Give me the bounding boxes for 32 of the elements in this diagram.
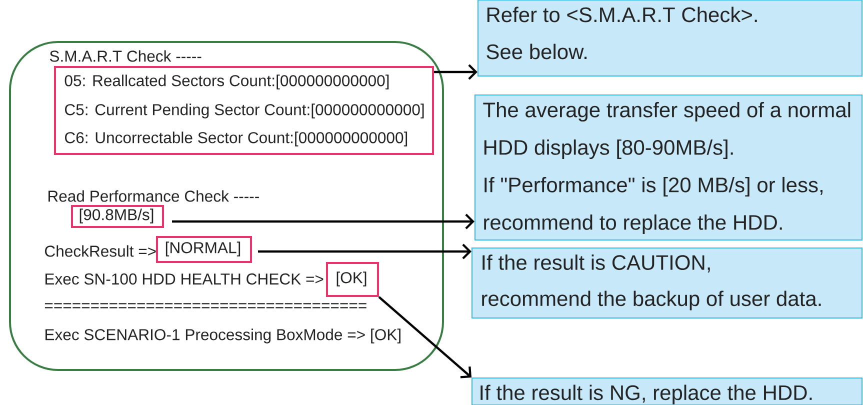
text-line: S.M.A.R.T Check ----- [50, 50, 202, 62]
text-line: C6: Uncorrectable Sector Count:[000000000000] [65, 132, 408, 146]
note-box [472, 378, 862, 405]
text-line: Exec SCENARIO-1 Preocessing BoxMode => [OK] [46, 328, 400, 344]
text-line: Read Performance Check ----- [48, 190, 259, 202]
text-line: [OK] [336, 272, 366, 286]
arrow [434, 64, 478, 80]
text-line: If "Performance" is [20 MB/s] or less, recommend to replace the HDD. [484, 176, 822, 234]
text-line: CheckResult => [45, 245, 156, 257]
note-box [474, 94, 862, 240]
text-line: Refer to <S.M.A.R.T Check>. [487, 6, 757, 22]
text-line: The average transfer speed of a normal HDD displays [80-90MB/s]. [483, 102, 850, 160]
highlight-box [326, 262, 379, 297]
text-line: recommend the backup of user data. [482, 290, 821, 310]
log-panel [9, 41, 444, 371]
highlight-box [156, 236, 252, 263]
text-line: Exec SN-100 HDD HEALTH CHECK => [46, 273, 324, 285]
note-box [472, 248, 862, 318]
text-line: If the result is CAUTION, [482, 254, 710, 272]
text-line: 05: Reallcated Sectors Count:[000000000000] [64, 74, 389, 90]
text-line: If the result is NG, replace the HDD. [480, 384, 812, 404]
text-line: =================================== [44, 303, 366, 308]
arrow [258, 244, 472, 260]
text-line: See below. [486, 44, 587, 60]
text-line: [90.8MB/s] [80, 208, 154, 224]
note-box [478, 0, 862, 76]
text-line: [NORMAL] [166, 242, 240, 256]
arrow [172, 214, 474, 230]
text-line: C5: Current Pending Sector Count:[000000000000] [65, 104, 424, 118]
highlight-box [71, 205, 164, 228]
arrow [378, 296, 472, 378]
highlight-box [54, 66, 434, 155]
